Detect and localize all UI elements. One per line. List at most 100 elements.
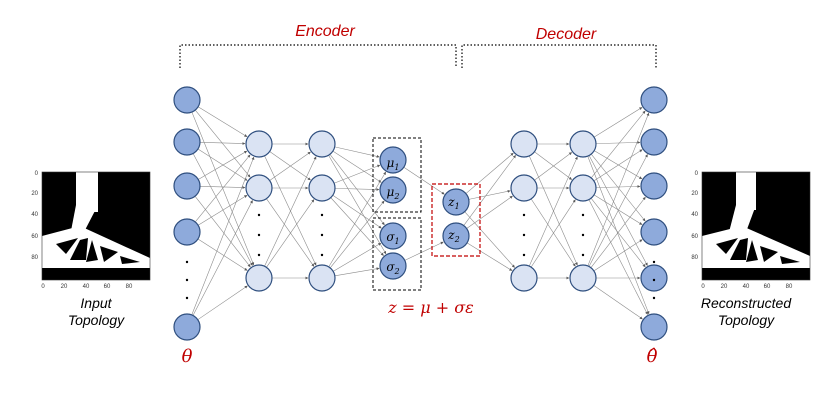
edge-enc-h2-0-sigma-0 — [329, 154, 385, 226]
svg-text:80: 80 — [126, 284, 133, 290]
edge-enc-h2-2-mu-0 — [328, 171, 387, 268]
edge-dec-h2-0-output-2 — [594, 150, 643, 180]
edge-mu-0-z-0 — [403, 166, 445, 195]
edge-enc-h2-2-sigma-1 — [334, 267, 380, 277]
edge-z-0-dec-h1-2 — [464, 211, 515, 268]
edge-input-0-enc-h1-0 — [197, 106, 248, 137]
node-enc-h1-2 — [245, 264, 273, 292]
svg-text:40: 40 — [691, 212, 698, 218]
node-dec-h2-1 — [569, 174, 597, 202]
svg-text:60: 60 — [31, 234, 38, 240]
edge-dec-h2-2-output-0 — [587, 112, 650, 267]
edge-dec-h1-1-dec-h2-2 — [530, 198, 576, 267]
edge-input-1-enc-h1-2 — [192, 153, 253, 266]
sigma2-label: σ2 — [386, 260, 399, 276]
svg-text:0: 0 — [35, 171, 39, 177]
edge-input-3-enc-h1-1 — [197, 195, 248, 226]
node-output-4 — [640, 264, 668, 292]
sigma1-label: σ1 — [386, 230, 399, 246]
input-topology-image: 0 20 40 60 80 0 20 40 60 80 — [31, 171, 151, 290]
svg-text:20: 20 — [31, 191, 38, 197]
reconstructed-topology-image: 0 20 40 60 80 0 20 40 60 80 — [691, 171, 811, 290]
node-dec-h2-2 — [569, 264, 597, 292]
svg-text:0: 0 — [701, 284, 705, 290]
reconstructed-ticks: 0 20 40 60 80 0 20 40 60 80 — [691, 171, 793, 290]
node-mu-0 — [379, 146, 407, 174]
edge-z-1-dec-h1-0 — [463, 155, 516, 226]
edge-dec-h2-2-output-2 — [590, 196, 646, 268]
edge-input-4-enc-h1-1 — [192, 200, 253, 316]
edge-enc-h1-1-enc-h2-0 — [269, 151, 311, 181]
node-dec-h2-0 — [569, 130, 597, 158]
input-caption-line1: Input — [80, 295, 112, 311]
edge-dec-h2-1-output-3 — [593, 194, 643, 225]
svg-text:80: 80 — [691, 255, 698, 261]
edge-input-4-enc-h1-0 — [191, 156, 255, 316]
edge-dec-h2-0-output-5 — [587, 156, 650, 315]
edge-z-0-dec-h1-0 — [465, 152, 514, 194]
z1-label: z1 — [447, 195, 459, 211]
svg-text:20: 20 — [721, 284, 728, 290]
svg-text:20: 20 — [61, 284, 68, 290]
edge-z-1-dec-h1-1 — [466, 195, 513, 229]
node-output-3 — [640, 218, 668, 246]
edge-dec-h2-0-output-0 — [593, 107, 643, 138]
decoder-brace — [461, 44, 657, 68]
node-sigma-0 — [379, 222, 407, 250]
node-enc-h2-1 — [308, 174, 336, 202]
edge-dec-h1-0-dec-h2-1 — [534, 151, 573, 180]
edge-dec-h2-0-output-1 — [595, 140, 641, 144]
node-input-3 — [173, 218, 201, 246]
z2-label: z2 — [447, 228, 459, 244]
input-ticks: 0 20 40 60 80 0 20 40 60 80 — [31, 171, 133, 290]
node-enc-h2-2 — [308, 264, 336, 292]
svg-text:80: 80 — [786, 284, 793, 290]
svg-text:0: 0 — [41, 284, 45, 290]
edge-input-2-enc-h1-1 — [199, 186, 246, 190]
ellipsis-dots — [185, 213, 656, 300]
encoder-brace — [179, 44, 457, 68]
edge-input-2-enc-h1-2 — [194, 196, 251, 268]
svg-text:80: 80 — [31, 255, 38, 261]
node-z-1 — [442, 222, 470, 250]
encoder-title: Encoder — [295, 23, 355, 40]
node-enc-h2-0 — [308, 130, 336, 158]
svg-text:0: 0 — [695, 171, 699, 177]
node-input-1 — [173, 128, 201, 156]
theta-hat-label: θ̂ — [647, 346, 658, 367]
edge-dec-h2-1-output-1 — [593, 149, 643, 182]
mu1-label: μ1 — [387, 156, 400, 172]
edge-enc-h2-2-mu-1 — [329, 200, 385, 269]
svg-text:60: 60 — [764, 284, 771, 290]
svg-text:40: 40 — [83, 284, 90, 290]
mu2-label: μ2 — [387, 185, 400, 201]
edge-input-2-enc-h1-0 — [198, 150, 248, 180]
edge-enc-h1-2-enc-h2-0 — [264, 156, 317, 267]
reconstructed-caption-line2: Topology — [718, 312, 775, 328]
edge-dec-h1-0-dec-h2-2 — [528, 155, 578, 266]
edge-enc-h2-0-sigma-1 — [328, 155, 387, 255]
svg-text:20: 20 — [691, 191, 698, 197]
svg-text:40: 40 — [31, 212, 38, 218]
edge-enc-h1-2-enc-h2-1 — [266, 199, 315, 268]
node-sigma-1 — [379, 252, 407, 280]
edge-z-1-dec-h1-2 — [466, 242, 513, 271]
edge-input-1-enc-h1-1 — [197, 148, 248, 181]
node-output-2 — [640, 172, 668, 200]
svg-text:60: 60 — [691, 234, 698, 240]
edge-dec-h2-1-output-0 — [590, 110, 646, 179]
edge-enc-h2-0-mu-0 — [334, 146, 380, 158]
node-z-0 — [442, 188, 470, 216]
input-caption-line2: Topology — [68, 312, 125, 328]
edge-dec-h1-2-dec-h2-1 — [530, 199, 576, 268]
edge-dec-h2-1-output-2 — [595, 184, 641, 188]
svg-text:40: 40 — [743, 284, 750, 290]
edge-dec-h1-2-dec-h2-0 — [528, 156, 578, 267]
edge-input-4-enc-h1-2 — [197, 285, 248, 320]
connection-edges — [191, 106, 650, 320]
node-enc-h1-0 — [245, 130, 273, 158]
edge-input-3-enc-h1-0 — [194, 154, 251, 223]
node-mu-1 — [379, 176, 407, 204]
node-dec-h1-0 — [510, 130, 538, 158]
node-output-1 — [640, 128, 668, 156]
